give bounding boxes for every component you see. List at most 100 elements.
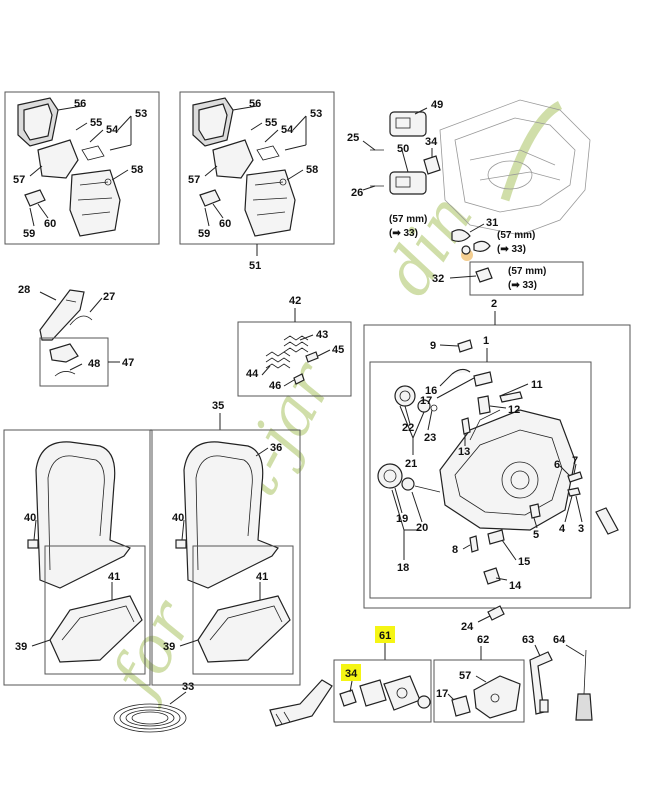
label-28: 28: [18, 284, 30, 296]
label-45: 45: [332, 344, 344, 356]
label-8: 8: [452, 544, 458, 556]
label-32: 32: [432, 273, 444, 285]
intake-elbow-drawing: [269, 679, 333, 727]
small-parts-drawing: [451, 339, 619, 585]
label-48: 48: [88, 358, 100, 370]
label-40: 40: [24, 512, 36, 524]
cover-drawing-28: [39, 289, 85, 341]
oil-pump-drawing: [377, 385, 441, 493]
label-40b: 40: [172, 512, 184, 524]
note-ref33-2: (➡ 33): [497, 244, 526, 255]
spring-27: [69, 315, 93, 326]
label-55: 55: [90, 117, 102, 129]
label-24: 24: [461, 621, 474, 633]
assembly-box-41-left: [44, 545, 146, 675]
label-44: 44: [246, 368, 259, 380]
label-56: 56: [74, 98, 86, 110]
note-57mm-1: (57 mm): [389, 214, 427, 225]
label-4: 4: [559, 523, 566, 535]
engine-outline-drawing: [439, 99, 591, 236]
handle-bar-drawing-right: [175, 441, 291, 663]
handle-bar-drawing-left: [27, 441, 143, 663]
label-55b: 55: [265, 117, 277, 129]
label-36: 36: [270, 442, 282, 454]
highlight-61: [375, 626, 395, 643]
screwdriver-drawing-64: [575, 649, 593, 721]
label-3: 3: [578, 523, 584, 535]
label-17b: 17: [436, 688, 448, 700]
label-50: 50: [397, 143, 409, 155]
label-23: 23: [424, 432, 436, 444]
label-26: 26: [351, 187, 363, 199]
label-1: 1: [483, 335, 489, 347]
label-17: 17: [420, 395, 432, 407]
label-19: 19: [396, 513, 408, 525]
hose-clamp-drawing: [451, 229, 491, 255]
label-51: 51: [249, 260, 261, 272]
label-61: 61: [379, 630, 391, 642]
label-20: 20: [416, 522, 428, 534]
springs-drawing: [265, 335, 319, 385]
label-12: 12: [508, 404, 520, 416]
label-35: 35: [212, 400, 224, 412]
label-64: 64: [553, 634, 566, 646]
label-53: 53: [135, 108, 147, 120]
label-18: 18: [397, 562, 409, 574]
carburetor-drawing: [370, 111, 441, 195]
label-43: 43: [316, 329, 328, 341]
label-21: 21: [405, 458, 417, 470]
label-62: 62: [477, 634, 489, 646]
label-27: 27: [103, 291, 115, 303]
note-57mm-3: (57 mm): [508, 266, 546, 277]
filter-housing-drawing-left: [17, 97, 121, 237]
label-59b: 59: [198, 228, 210, 240]
note-57mm-2: (57 mm): [497, 230, 535, 241]
assembly-box-handle-right: [151, 429, 301, 686]
label-25: 25: [347, 132, 359, 144]
label-54b: 54: [281, 124, 294, 136]
note-ref33-3: (➡ 33): [508, 280, 537, 291]
assembly-box-handle-left: [3, 429, 151, 686]
hose-coil-drawing-33: [113, 703, 187, 733]
label-56b: 56: [249, 98, 261, 110]
label-39b: 39: [163, 641, 175, 653]
label-57c: 57: [459, 670, 471, 682]
label-11: 11: [531, 379, 543, 391]
label-59: 59: [23, 228, 35, 240]
note-box-32: [469, 261, 584, 296]
label-39: 39: [15, 641, 27, 653]
label-2: 2: [491, 298, 497, 310]
label-60: 60: [44, 218, 56, 230]
label-49: 49: [431, 99, 443, 111]
gasket-set-drawing: [339, 675, 431, 711]
assembly-box-41-right: [192, 545, 294, 675]
filter-cover-drawing-57: [451, 675, 521, 719]
label-5: 5: [533, 529, 539, 541]
label-46: 46: [269, 380, 281, 392]
label-31: 31: [486, 217, 498, 229]
label-16: 16: [425, 385, 437, 397]
label-53b: 53: [310, 108, 322, 120]
label-33: 33: [182, 681, 194, 693]
label-58: 58: [131, 164, 143, 176]
label-47: 47: [122, 357, 134, 369]
label-6: 6: [554, 459, 560, 471]
label-58b: 58: [306, 164, 318, 176]
assembly-box-62: [433, 659, 525, 723]
label-63: 63: [522, 634, 534, 646]
wrench-drawing-63: [529, 651, 553, 715]
assembly-box-1: [369, 361, 592, 599]
label-34: 34: [425, 136, 438, 148]
label-57b: 57: [188, 174, 200, 186]
label-14: 14: [509, 580, 522, 592]
label-15: 15: [518, 556, 530, 568]
label-41b: 41: [256, 571, 268, 583]
lever-48-drawing: [49, 343, 79, 363]
label-41: 41: [108, 571, 120, 583]
label-22: 22: [402, 422, 414, 434]
crankcase-drawing: [439, 409, 576, 531]
label-34b: 34: [345, 668, 358, 680]
label-57: 57: [13, 174, 25, 186]
note-ref33-1: (➡ 33): [389, 228, 418, 239]
